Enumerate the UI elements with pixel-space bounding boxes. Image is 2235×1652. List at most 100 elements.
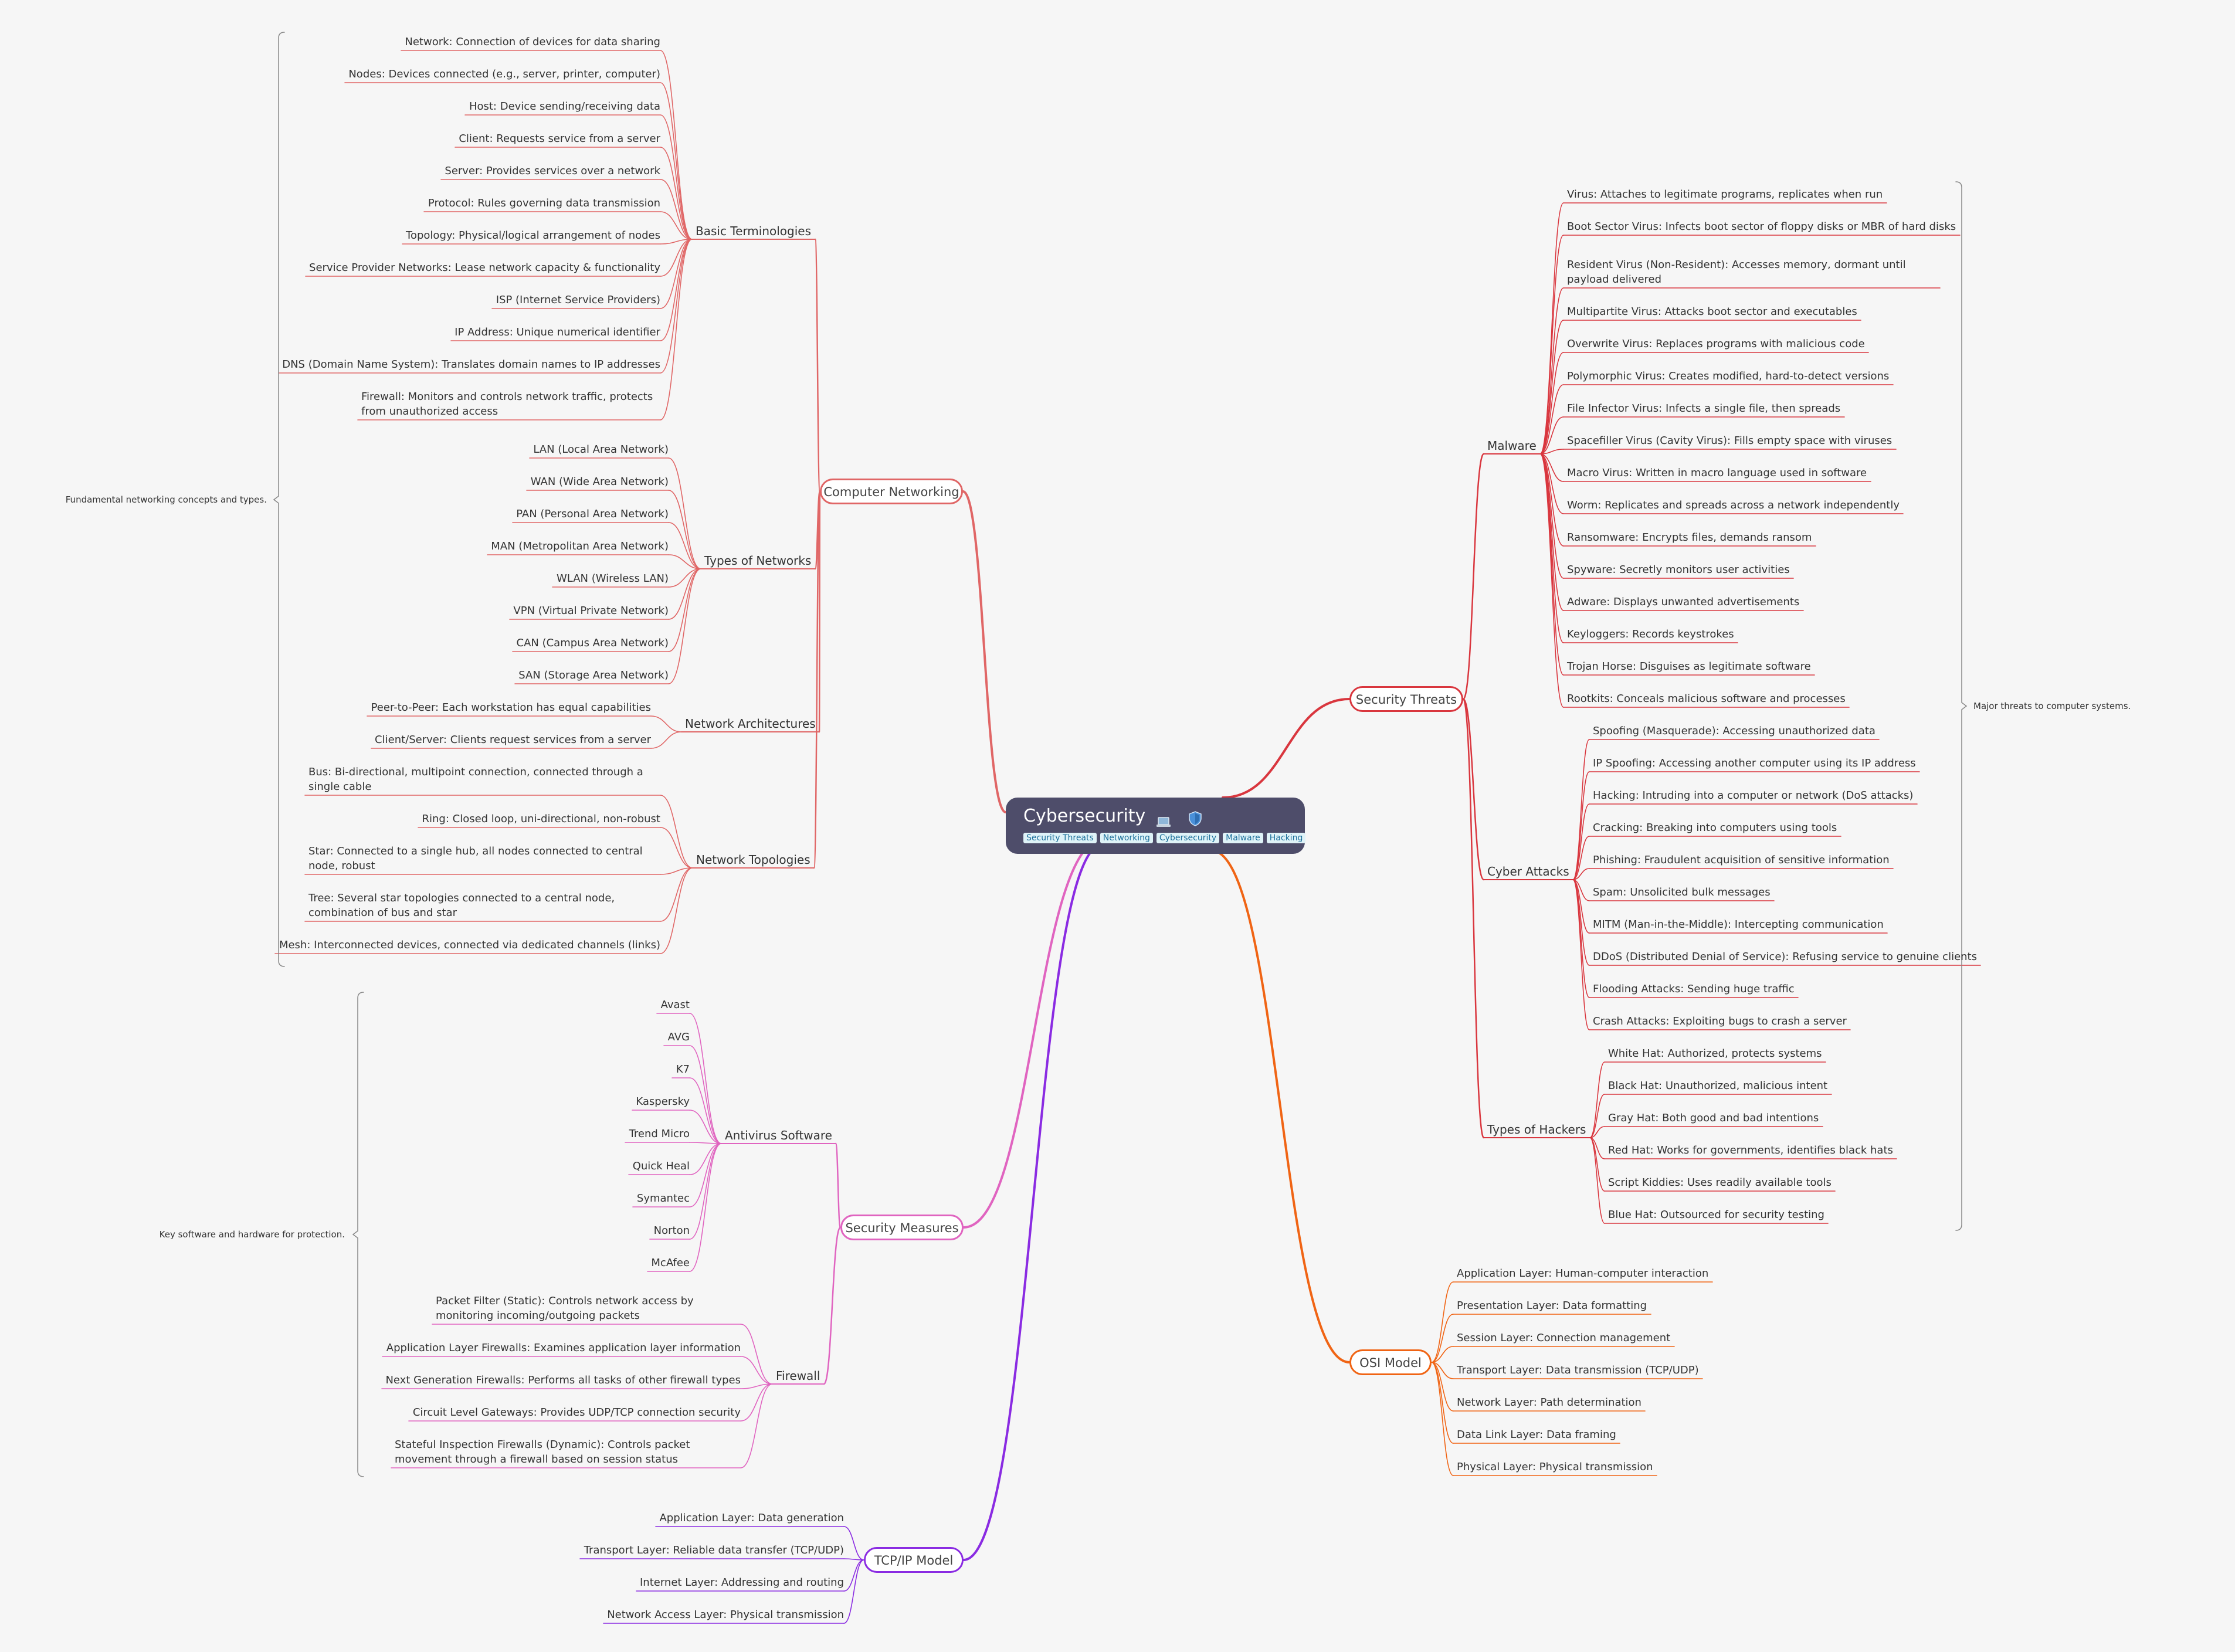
tcpip-layer-item[interactable]: Network Access Layer: Physical transmiss… (607, 1609, 844, 1621)
malware-item[interactable]: Overwrite Virus: Replaces programs with … (1567, 338, 1865, 350)
malware-item[interactable]: Spacefiller Virus (Cavity Virus): Fills … (1567, 435, 1893, 447)
malware-item[interactable]: Adware: Displays unwanted advertisements (1567, 596, 1800, 608)
basic-terminology-item[interactable]: DNS (Domain Name System): Translates dom… (282, 358, 660, 371)
hacker-type-item[interactable]: Blue Hat: Outsourced for security testin… (1608, 1209, 1824, 1221)
main-topic-osi-model[interactable]: OSI Model (1349, 1349, 1432, 1375)
network-architecture-item[interactable]: Client/Server: Clients request services … (375, 734, 651, 746)
hacker-type-item[interactable]: Black Hat: Unauthorized, malicious inten… (1608, 1080, 1828, 1092)
network-type-item[interactable]: SAN (Storage Area Network) (518, 669, 669, 681)
malware-item[interactable]: Keyloggers: Records keystrokes (1567, 628, 1734, 640)
tag-hacking[interactable]: Hacking (1266, 833, 1306, 843)
cyber-attack-item[interactable]: Cracking: Breaking into computers using … (1593, 822, 1837, 834)
tag-malware[interactable]: Malware (1223, 833, 1263, 843)
antivirus-item[interactable]: Avast (660, 999, 690, 1011)
basic-terminology-item[interactable]: Nodes: Devices connected (e.g., server, … (348, 68, 660, 80)
main-topic-security-measures[interactable]: Security Measures (840, 1215, 964, 1240)
malware-item[interactable]: Macro Virus: Written in macro language u… (1567, 467, 1867, 479)
osi-layer-item[interactable]: Session Layer: Connection management (1457, 1332, 1671, 1344)
cyber-attack-item[interactable]: Spoofing (Masquerade): Accessing unautho… (1593, 725, 1875, 737)
main-topic-security-threats[interactable]: Security Threats (1349, 686, 1463, 712)
network-type-item[interactable]: PAN (Personal Area Network) (516, 508, 669, 520)
malware-item[interactable]: Ransomware: Encrypts files, demands rans… (1567, 531, 1812, 544)
basic-terminology-item[interactable]: Client: Requests service from a server (459, 133, 660, 145)
network-topology-item[interactable]: Star: Connected to a single hub, all nod… (308, 845, 643, 872)
cyber-attack-item[interactable]: IP Spoofing: Accessing another computer … (1593, 757, 1916, 769)
antivirus-item[interactable]: Kaspersky (636, 1095, 690, 1108)
cyber-attack-item[interactable]: Spam: Unsolicited bulk messages (1593, 886, 1771, 898)
malware-item[interactable]: Rootkits: Conceals malicious software an… (1567, 693, 1846, 705)
tcpip-layer-item[interactable]: Application Layer: Data generation (659, 1512, 844, 1524)
network-type-item[interactable]: MAN (Metropolitan Area Network) (491, 540, 669, 552)
cyber-attack-item[interactable]: MITM (Man-in-the-Middle): Intercepting c… (1593, 918, 1884, 931)
main-topic-tcpip-model[interactable]: TCP/IP Model (864, 1547, 964, 1573)
network-type-item[interactable]: CAN (Campus Area Network) (516, 637, 669, 649)
osi-layer-item[interactable]: Network Layer: Path determination (1457, 1396, 1642, 1409)
basic-terminology-item[interactable]: Network: Connection of devices for data … (405, 36, 660, 48)
subtopic-antivirus-software[interactable]: Antivirus Software (725, 1128, 832, 1142)
cyber-attack-item[interactable]: Crash Attacks: Exploiting bugs to crash … (1593, 1015, 1847, 1027)
basic-terminology-item[interactable]: IP Address: Unique numerical identifier (455, 326, 660, 338)
malware-item[interactable]: File Infector Virus: Infects a single fi… (1567, 402, 1841, 415)
antivirus-item[interactable]: McAfee (651, 1257, 690, 1269)
malware-item[interactable]: Polymorphic Virus: Creates modified, har… (1567, 370, 1890, 382)
antivirus-item[interactable]: Norton (653, 1224, 690, 1237)
hacker-type-item[interactable]: White Hat: Authorized, protects systems (1608, 1047, 1822, 1060)
subtopic-basic-terminologies[interactable]: Basic Terminologies (696, 224, 812, 238)
firewall-item[interactable]: Stateful Inspection Firewalls (Dynamic):… (395, 1439, 690, 1466)
osi-layer-item[interactable]: Application Layer: Human-computer intera… (1457, 1267, 1709, 1280)
main-topic-computer-networking[interactable]: Computer Networking (820, 479, 963, 504)
subtopic-firewall[interactable]: Firewall (776, 1369, 820, 1383)
tag-security-threats[interactable]: Security Threats (1023, 833, 1097, 843)
network-type-item[interactable]: VPN (Virtual Private Network) (513, 605, 669, 617)
network-architecture-item[interactable]: Peer-to-Peer: Each workstation has equal… (371, 701, 651, 714)
network-topology-item[interactable]: Bus: Bi-directional, multipoint connecti… (308, 766, 643, 793)
antivirus-item[interactable]: AVG (667, 1031, 690, 1043)
basic-terminology-item[interactable]: Firewall: Monitors and controls network … (361, 391, 653, 418)
network-type-item[interactable]: LAN (Local Area Network) (533, 443, 669, 456)
cyber-attack-item[interactable]: DDoS (Distributed Denial of Service): Re… (1593, 951, 1977, 963)
malware-item[interactable]: Virus: Attaches to legitimate programs, … (1567, 188, 1883, 201)
cyber-attack-item[interactable]: Flooding Attacks: Sending huge traffic (1593, 983, 1795, 995)
hacker-type-item[interactable]: Red Hat: Works for governments, identifi… (1608, 1144, 1893, 1156)
osi-layer-item[interactable]: Transport Layer: Data transmission (TCP/… (1457, 1364, 1699, 1376)
basic-terminology-item[interactable]: ISP (Internet Service Providers) (496, 294, 660, 306)
firewall-item[interactable]: Next Generation Firewalls: Performs all … (385, 1374, 741, 1386)
antivirus-item[interactable]: K7 (676, 1063, 690, 1076)
antivirus-item[interactable]: Symantec (636, 1192, 690, 1205)
subtopic-network-architectures[interactable]: Network Architectures (685, 717, 816, 731)
malware-item[interactable]: Spyware: Secretly monitors user activiti… (1567, 564, 1790, 576)
osi-layer-item[interactable]: Data Link Layer: Data framing (1457, 1429, 1616, 1441)
cyber-attack-item[interactable]: Phishing: Fraudulent acquisition of sens… (1593, 854, 1890, 866)
malware-item[interactable]: Worm: Replicates and spreads across a ne… (1567, 499, 1900, 511)
malware-item[interactable]: Resident Virus (Non-Resident): Accesses … (1567, 259, 1906, 286)
osi-layer-item[interactable]: Physical Layer: Physical transmission (1457, 1461, 1653, 1473)
subtopic-types-of-hackers[interactable]: Types of Hackers (1487, 1122, 1586, 1137)
subtopic-network-topologies[interactable]: Network Topologies (696, 853, 810, 867)
malware-item[interactable]: Boot Sector Virus: Infects boot sector o… (1567, 221, 1956, 233)
tcpip-layer-item[interactable]: Transport Layer: Reliable data transfer … (584, 1544, 844, 1556)
antivirus-item[interactable]: Trend Micro (629, 1128, 690, 1140)
network-topology-item[interactable]: Mesh: Interconnected devices, connected … (279, 939, 660, 951)
tcpip-layer-item[interactable]: Internet Layer: Addressing and routing (640, 1576, 844, 1589)
network-type-item[interactable]: WAN (Wide Area Network) (530, 476, 669, 488)
malware-item[interactable]: Multipartite Virus: Attacks boot sector … (1567, 306, 1857, 318)
hacker-type-item[interactable]: Gray Hat: Both good and bad intentions (1608, 1112, 1819, 1124)
basic-terminology-item[interactable]: Protocol: Rules governing data transmiss… (428, 197, 660, 209)
malware-item[interactable]: Trojan Horse: Disguises as legitimate so… (1567, 660, 1811, 673)
hacker-type-item[interactable]: Script Kiddies: Uses readily available t… (1608, 1176, 1832, 1189)
network-type-item[interactable]: WLAN (Wireless LAN) (556, 572, 669, 585)
cyber-attack-item[interactable]: Hacking: Intruding into a computer or ne… (1593, 789, 1914, 802)
antivirus-item[interactable]: Quick Heal (632, 1160, 690, 1172)
subtopic-types-of-networks[interactable]: Types of Networks (704, 554, 812, 568)
basic-terminology-item[interactable]: Topology: Physical/logical arrangement o… (406, 229, 660, 242)
basic-terminology-item[interactable]: Server: Provides services over a network (445, 165, 660, 177)
basic-terminology-item[interactable]: Service Provider Networks: Lease network… (309, 262, 660, 274)
tag-networking[interactable]: Networking (1100, 833, 1153, 843)
osi-layer-item[interactable]: Presentation Layer: Data formatting (1457, 1300, 1647, 1312)
tag-cybersecurity[interactable]: Cybersecurity (1156, 833, 1220, 843)
subtopic-malware[interactable]: Malware (1487, 439, 1537, 453)
firewall-item[interactable]: Circuit Level Gateways: Provides UDP/TCP… (412, 1406, 741, 1419)
network-topology-item[interactable]: Ring: Closed loop, uni-directional, non-… (422, 813, 661, 825)
